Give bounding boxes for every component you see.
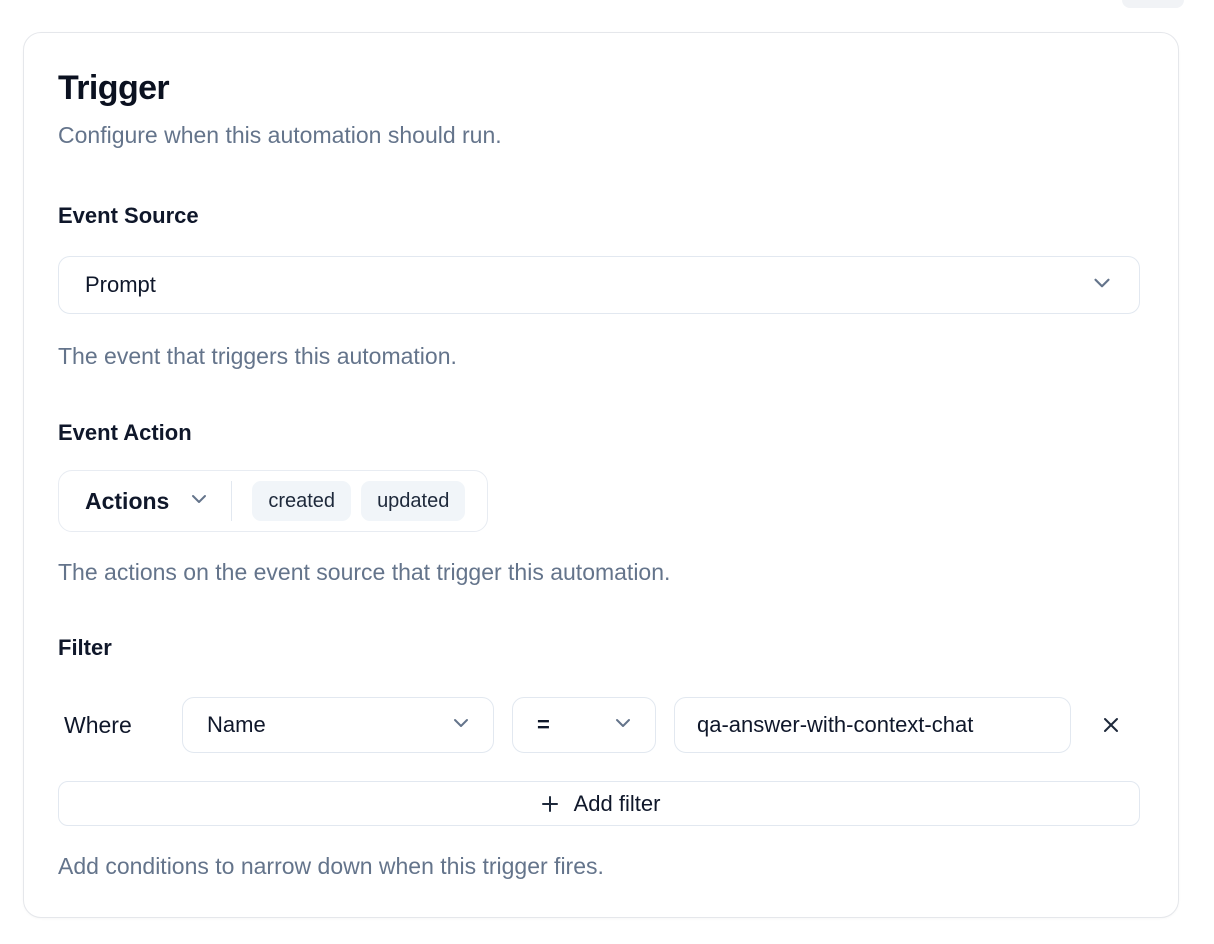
selected-action-chips: created updated [252,481,466,521]
filter-field-value: Name [207,712,266,737]
filter-condition-row: Where Name = [58,697,1140,753]
filter-value-input[interactable] [674,697,1071,753]
where-label: Where [64,711,132,738]
event-action-label: Event Action [58,420,192,445]
filter-label: Filter [58,635,112,660]
chevron-down-icon [611,711,635,740]
trigger-panel: Trigger Configure when this automation s… [23,32,1179,918]
event-action-help: The actions on the event source that tri… [58,559,671,585]
filter-operator-select[interactable]: = [512,697,656,753]
event-source-help: The event that triggers this automation. [58,343,457,369]
event-action-group: Actions created updated [58,470,489,532]
action-chip-created[interactable]: created [252,481,352,521]
page-subtitle: Configure when this automation should ru… [58,122,502,148]
close-icon [1099,713,1123,737]
event-source-label: Event Source [58,203,199,228]
event-source-select[interactable]: Prompt [58,256,1140,314]
add-filter-label: Add filter [573,790,661,816]
cutoff-element-artifact [1122,0,1184,8]
chevron-down-icon [449,711,473,740]
filter-operator-value: = [537,712,550,737]
filter-field-select[interactable]: Name [182,697,494,753]
divider [231,481,233,521]
remove-filter-button[interactable] [1093,707,1129,743]
plus-icon [538,792,562,816]
event-action-dropdown-label: Actions [85,487,170,514]
filter-help: Add conditions to narrow down when this … [58,853,604,879]
event-source-value: Prompt [85,272,156,297]
chevron-down-icon [1089,270,1115,301]
chevron-down-icon [187,487,211,516]
event-action-dropdown[interactable]: Actions [85,487,211,516]
action-chip-updated[interactable]: updated [361,481,466,521]
page-title: Trigger [58,69,170,107]
add-filter-button[interactable]: Add filter [58,781,1140,826]
